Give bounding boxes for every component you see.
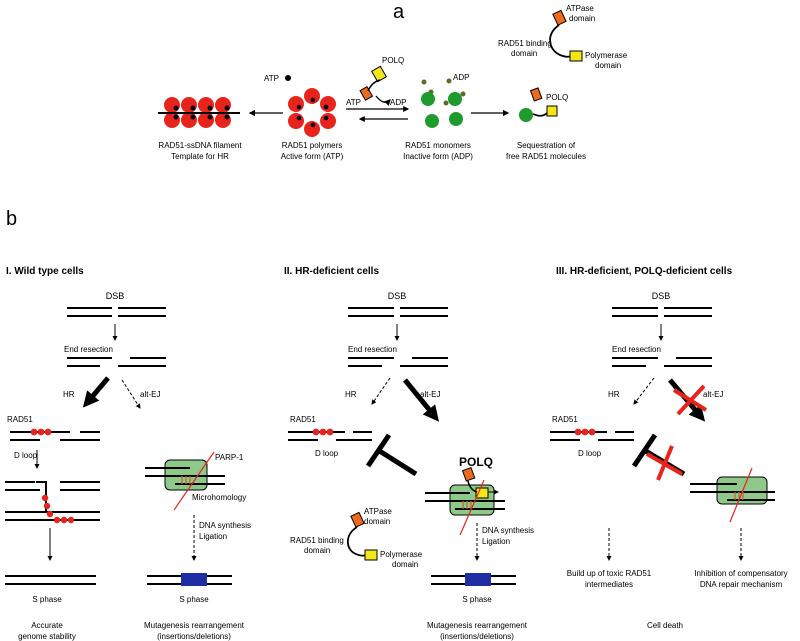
- col3-outcome-left: Build up of toxic RAD51: [567, 569, 652, 578]
- col2-rad51-binding: RAD51 binding: [290, 536, 344, 545]
- col1-outcome-left-sub: genome stability: [18, 632, 76, 641]
- col2-ligation: Ligation: [482, 537, 510, 546]
- col2-rad51: RAD51: [290, 415, 316, 424]
- atp-dot-icon: [285, 75, 291, 81]
- col1-dloop: D loop: [14, 451, 38, 460]
- col1-hr-arrow: [82, 376, 110, 408]
- col3-dna-box-icon: [690, 467, 775, 523]
- sequestered-rad51-icon: [519, 87, 558, 122]
- col1-altej: alt-EJ: [140, 390, 160, 399]
- col2-repair-patch: [465, 573, 491, 586]
- rad51-monomers-icon: [421, 78, 466, 128]
- column-hr-deficient: II. HR-deficient cells DSB End resection…: [284, 266, 534, 641]
- filament-label: RAD51-ssDNA filament: [158, 141, 242, 150]
- col2-inhibition-line: [376, 447, 418, 477]
- col3-outcome-right-sub: DNA repair mechanism: [700, 580, 783, 589]
- col3-altej: alt-EJ: [703, 390, 723, 399]
- panel-a-label: a: [393, 1, 405, 23]
- col1-dsb: DSB: [106, 291, 125, 301]
- col2-title: II. HR-deficient cells: [284, 266, 379, 277]
- col2-sphase: S phase: [462, 595, 492, 604]
- rad51-binding-label: RAD51 binding: [498, 39, 552, 48]
- col3-dloop: D loop: [578, 449, 602, 458]
- polymerase-sublabel: domain: [595, 61, 621, 70]
- col2-rad51-binding-sub: domain: [304, 546, 330, 555]
- col1-micro: Microhomology: [192, 493, 246, 502]
- atp-label: ATP: [264, 74, 279, 83]
- col1-parp: PARP-1: [215, 453, 244, 462]
- col1-synthesis: DNA synthesis: [199, 521, 251, 530]
- polymers-sublabel: Active form (ATP): [281, 152, 344, 161]
- polq-label-seq: POLQ: [546, 93, 568, 102]
- col2-polq-domain-icon: [346, 511, 378, 561]
- col2-polq: POLQ: [459, 455, 493, 469]
- panel-b-label: b: [6, 208, 17, 230]
- col3-hr-arrow: [633, 377, 655, 405]
- polq-domain-diagram-icon: [549, 9, 583, 62]
- sequestration-sublabel: free RAD51 molecules: [506, 152, 586, 161]
- col1-title: I. Wild type cells: [6, 266, 84, 277]
- col2-synthesis: DNA synthesis: [482, 526, 534, 535]
- polq-protein-icon: [359, 65, 388, 101]
- col3-resection: End resection: [612, 345, 661, 354]
- polq-label-a: POLQ: [382, 56, 404, 65]
- col1-outcome-right: Mutagenesis rearrangement: [144, 621, 245, 630]
- col1-rad51: RAD51: [7, 415, 33, 424]
- monomers-label: RAD51 monomers: [405, 141, 471, 150]
- col3-dsb: DSB: [652, 291, 671, 301]
- col2-polq-on-dna-icon: [425, 466, 505, 536]
- col1-sphase-left: S phase: [32, 595, 62, 604]
- col2-hr-arrow: [371, 377, 391, 405]
- col2-resection: End resection: [348, 345, 397, 354]
- col1-sphase-right: S phase: [179, 595, 209, 604]
- rad51-binding-sublabel: domain: [511, 49, 537, 58]
- polq-action-arrow: [375, 95, 391, 106]
- col1-outcome-left: Accurate: [31, 621, 63, 630]
- col2-dsb: DSB: [388, 291, 407, 301]
- atpase-domain-label: ATPase: [566, 4, 594, 13]
- col2-atpase: ATPase: [364, 507, 392, 516]
- adp-eq-label: ADP: [390, 98, 406, 107]
- monomers-sublabel: Inactive form (ADP): [403, 152, 473, 161]
- polymerase-label: Polymerase: [585, 51, 628, 60]
- col3-title: III. HR-deficient, POLQ-deficient cells: [556, 266, 733, 277]
- col3-altej-block-cross-icon: [672, 384, 708, 416]
- col2-outcome-sub: (insertions/deletions): [440, 632, 514, 641]
- col1-altej-arrow: [121, 379, 141, 409]
- column-wild-type: I. Wild type cells DSB End resection HR …: [5, 266, 251, 641]
- col1-ligation: Ligation: [199, 532, 227, 541]
- rad51-polymer-ring-icon: [288, 88, 336, 137]
- col3-outcome-right: Inhibition of compensatory: [694, 569, 787, 578]
- col1-dloop-beads-icon: [41, 494, 75, 524]
- col1-resection: End resection: [64, 345, 113, 354]
- col2-atpase-sub: domain: [364, 517, 390, 526]
- col2-polymerase-sub: domain: [392, 560, 418, 569]
- col1-outcome-right-sub: (insertions/deletions): [157, 632, 231, 641]
- col2-altej: alt-EJ: [420, 390, 440, 399]
- col3-hr: HR: [608, 390, 620, 399]
- atpase-domain-sublabel: domain: [569, 14, 595, 23]
- col2-altej-arrow: [403, 378, 440, 422]
- col3-inhibition-cross-icon: [646, 445, 683, 481]
- col2-rad51-beads-icon: [312, 428, 334, 436]
- col3-cell-death: Cell death: [647, 621, 683, 630]
- adp-label: ADP: [453, 73, 469, 82]
- col3-outcome-left-sub: intermediates: [585, 580, 633, 589]
- polymers-label: RAD51 polymers: [282, 141, 342, 150]
- col3-rad51: RAD51: [552, 415, 578, 424]
- col2-dloop: D loop: [315, 449, 339, 458]
- col1-rad51-beads-icon: [30, 428, 52, 436]
- col1-repair-patch: [181, 573, 207, 586]
- column-hr-polq-deficient: III. HR-deficient, POLQ-deficient cells …: [550, 266, 788, 630]
- col3-rad51-beads-icon: [574, 428, 596, 436]
- atp-eq-label: ATP: [346, 98, 361, 107]
- col1-hr: HR: [63, 390, 75, 399]
- col2-outcome: Mutagenesis rearrangement: [427, 621, 528, 630]
- col2-hr: HR: [345, 390, 357, 399]
- col2-polymerase: Polymerase: [380, 550, 423, 559]
- filament-sublabel: Template for HR: [171, 152, 229, 161]
- rad51-filament-icon: [158, 97, 240, 128]
- sequestration-label: Sequestration of: [517, 141, 576, 150]
